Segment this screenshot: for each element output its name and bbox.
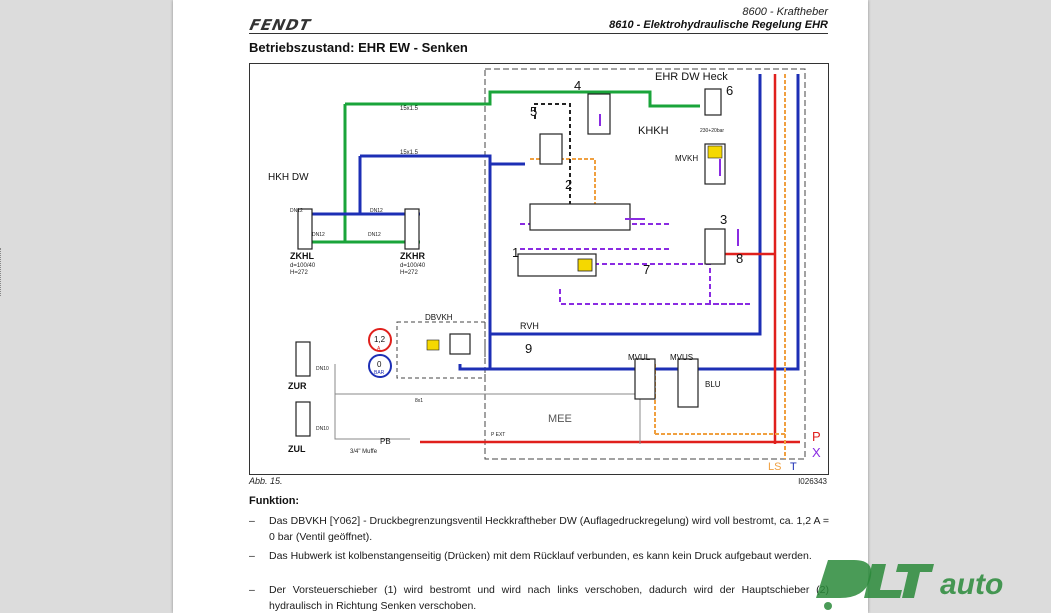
hydraulic-diagram: EHR DW Heck KHKH MVKH HKH DW ZKHL ZKHR d… bbox=[249, 63, 829, 475]
label-ehr: EHR DW Heck bbox=[655, 71, 728, 83]
gauge1-unit: A bbox=[377, 346, 381, 352]
black-dashed-line bbox=[534, 103, 571, 214]
green-line bbox=[310, 90, 700, 244]
orange-line bbox=[530, 74, 786, 459]
port-x: X bbox=[812, 445, 821, 460]
main-spool-2 bbox=[529, 203, 631, 231]
num-5: 5 bbox=[530, 104, 537, 119]
label-dn5: DN10 bbox=[316, 366, 329, 372]
figure-caption: Abb. 15. bbox=[249, 476, 283, 486]
label-dn4: DN12 bbox=[368, 232, 381, 238]
label-zul: ZUL bbox=[288, 444, 306, 454]
label-h-right: H=272 bbox=[400, 270, 419, 276]
label-dn3: DN12 bbox=[312, 232, 325, 238]
gauge2-unit: BAR bbox=[374, 370, 385, 376]
valve-mvus bbox=[677, 358, 699, 408]
valve-5 bbox=[539, 133, 563, 165]
num-1: 1 bbox=[512, 245, 519, 260]
cylinder-zkhl bbox=[297, 208, 313, 250]
gauge2-value: 0 bbox=[377, 360, 382, 369]
valve-6 bbox=[704, 88, 722, 116]
label-bar: 230+20bar bbox=[700, 128, 724, 134]
label-dn1: DN12 bbox=[290, 208, 303, 214]
cylinder-zul bbox=[295, 401, 311, 437]
port-ls: LS bbox=[768, 461, 781, 473]
num-4: 4 bbox=[574, 78, 581, 93]
port-t: T bbox=[790, 461, 797, 473]
fendt-logo: FENDT bbox=[248, 16, 313, 34]
cylinder-zkhr bbox=[404, 208, 420, 250]
ehr-block-frame bbox=[484, 68, 806, 460]
label-mvul: MVUL bbox=[628, 353, 651, 362]
label-dbvkh: DBVKH bbox=[425, 313, 453, 322]
label-dn6: DN10 bbox=[316, 426, 329, 432]
port-p: P bbox=[812, 429, 821, 444]
label-pext: P EXT bbox=[491, 432, 505, 438]
label-line-blue: 15x1.5 bbox=[400, 150, 419, 156]
label-dn2: DN12 bbox=[370, 208, 383, 214]
bullet-text: Das Hubwerk ist kolbenstangenseitig (Drü… bbox=[269, 550, 812, 562]
page-title: Betriebszustand: EHR EW - Senken bbox=[249, 40, 468, 55]
document-page: FENDT 8600 - Kraftheber 8610 - Elektrohy… bbox=[173, 0, 868, 613]
header-chapter: 8600 - Kraftheber bbox=[742, 6, 828, 18]
num-6: 6 bbox=[726, 83, 733, 98]
label-bx1: 8x1 bbox=[415, 398, 423, 404]
header-rule bbox=[249, 33, 828, 34]
label-zkhr: ZKHR bbox=[400, 251, 425, 261]
solenoid-mvkh bbox=[707, 145, 723, 159]
cylinder-zur bbox=[295, 341, 311, 377]
label-mvus: MVUS bbox=[670, 353, 693, 362]
label-blu: BLU bbox=[705, 380, 721, 389]
num-8: 8 bbox=[736, 251, 743, 266]
label-pb: PB bbox=[380, 437, 391, 446]
bullet-text: Der Vorsteuerschieber (1) wird bestromt … bbox=[269, 584, 829, 612]
watermark-text: auto bbox=[940, 568, 1003, 601]
bullet-text: Das DBVKH [Y062] - Druckbegrenzungsventi… bbox=[269, 515, 829, 543]
num-3: 3 bbox=[720, 212, 727, 227]
header-section: 8610 - Elektrohydraulische Regelung EHR bbox=[609, 19, 828, 31]
schematic-svg: EHR DW Heck KHKH MVKH HKH DW ZKHL ZKHR d… bbox=[268, 68, 821, 473]
gauge1-value: 1,2 bbox=[374, 335, 386, 344]
label-mee: MEE bbox=[548, 413, 572, 425]
diagram-shape bbox=[816, 560, 872, 598]
valve-dbvkh bbox=[449, 333, 471, 355]
figure-id: I026343 bbox=[798, 477, 827, 486]
bullet-item: – Das DBVKH [Y062] - Druckbegrenzungsven… bbox=[249, 513, 829, 545]
gauge-pressure bbox=[368, 354, 392, 378]
pilot-valve-1 bbox=[517, 253, 597, 277]
watermark-logo: auto bbox=[816, 560, 1003, 610]
label-mvkh: MVKH bbox=[675, 154, 698, 163]
red-line bbox=[420, 74, 800, 444]
num-2: 2 bbox=[565, 177, 572, 192]
num-9: 9 bbox=[525, 341, 532, 356]
bullet-dash: – bbox=[249, 584, 255, 596]
label-rvh: RVH bbox=[520, 321, 539, 331]
label-zkhl: ZKHL bbox=[290, 251, 314, 261]
diagram-shape bbox=[896, 564, 934, 598]
diagram-shape bbox=[864, 564, 902, 598]
valve-mvul bbox=[634, 358, 656, 400]
bullet-item: – Der Vorsteuerschieber (1) wird bestrom… bbox=[249, 582, 829, 613]
bullet-item: – Das Hubwerk ist kolbenstangenseitig (D… bbox=[249, 548, 829, 564]
section-heading: Funktion: bbox=[249, 495, 300, 507]
label-h-left: H=272 bbox=[290, 270, 309, 276]
bullet-dash: – bbox=[249, 515, 255, 527]
label-zur: ZUR bbox=[288, 381, 307, 391]
num-7: 7 bbox=[643, 262, 650, 277]
scroll-grip[interactable] bbox=[0, 248, 4, 296]
bullet-dash: – bbox=[249, 550, 255, 562]
label-hkh: HKH DW bbox=[268, 172, 309, 183]
blue-line bbox=[310, 74, 800, 371]
valve-3 bbox=[704, 228, 726, 265]
diagram-shape bbox=[824, 602, 832, 610]
label-khkh: KHKH bbox=[638, 125, 669, 137]
dbvkh-frame bbox=[396, 321, 486, 379]
solenoid-dbvkh bbox=[426, 339, 440, 351]
gauge-current bbox=[368, 328, 392, 352]
solenoid-1 bbox=[577, 258, 593, 272]
label-line-green: 15x1.5 bbox=[400, 106, 419, 112]
label-dim-right: d=100/40 bbox=[400, 263, 426, 269]
label-dim-left: d=100/40 bbox=[290, 263, 316, 269]
label-muffe: 3/4" Muffe bbox=[350, 449, 378, 455]
